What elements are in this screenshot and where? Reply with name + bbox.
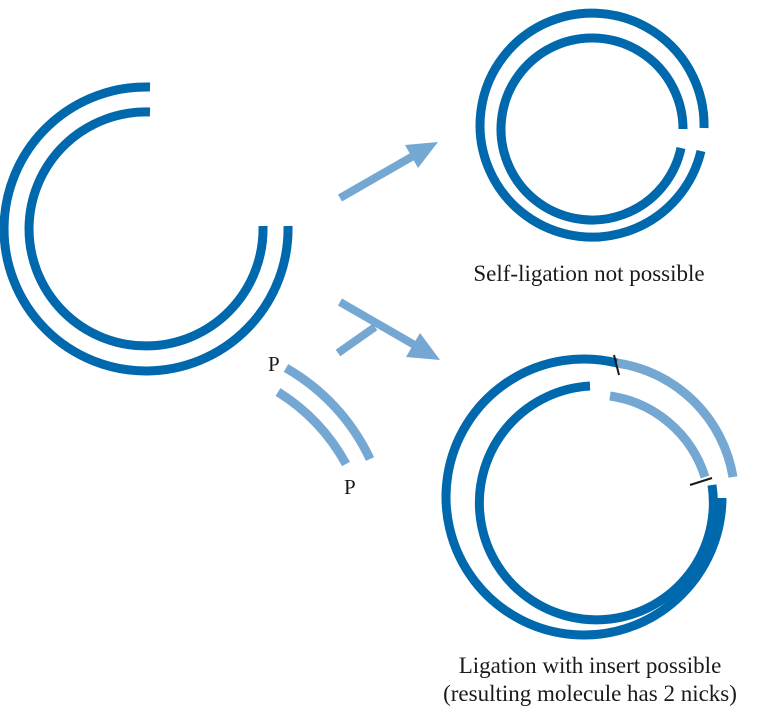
- insert-ligation-caption-line2: (resulting molecule has 2 nicks): [443, 681, 737, 706]
- recombinant-outer-vector-strand: [441, 354, 727, 640]
- self-ligation-caption: Self-ligation not possible: [473, 261, 704, 286]
- insert-strand-lower: [275, 388, 350, 467]
- self-circle-inner-strand: [496, 33, 688, 225]
- recombinant-inner-vector-strand: [474, 381, 718, 625]
- insert-ligation-caption-line1: Ligation with insert possible: [459, 653, 722, 678]
- arrow-to-insert-ligation: [335, 298, 440, 360]
- recombinant-outer-insert-strand: [616, 358, 738, 478]
- vector-inner-strand: [24, 107, 268, 351]
- arrow-shaft: [338, 151, 417, 202]
- nick-mark-right: [689, 477, 713, 486]
- linear-vector: [0, 82, 293, 376]
- self-circle-outer-strand: [475, 8, 709, 242]
- insert-ligation-circle: [441, 354, 738, 640]
- phosphate-label-top: P: [268, 352, 280, 376]
- arrow-shaft: [338, 298, 420, 351]
- arrow-branch: [335, 323, 378, 357]
- arrow-head: [406, 333, 440, 360]
- nick-mark-top: [613, 354, 620, 376]
- insert-strand-upper: [283, 364, 375, 461]
- phosphate-label-bottom: P: [344, 475, 356, 499]
- vector-outer-strand: [0, 82, 293, 376]
- arrow-to-self-ligation: [338, 142, 438, 202]
- insert-fragment: [275, 364, 375, 467]
- recombinant-inner-insert-strand: [609, 391, 710, 479]
- arrow-head: [405, 142, 438, 168]
- self-ligation-circle: [475, 8, 709, 242]
